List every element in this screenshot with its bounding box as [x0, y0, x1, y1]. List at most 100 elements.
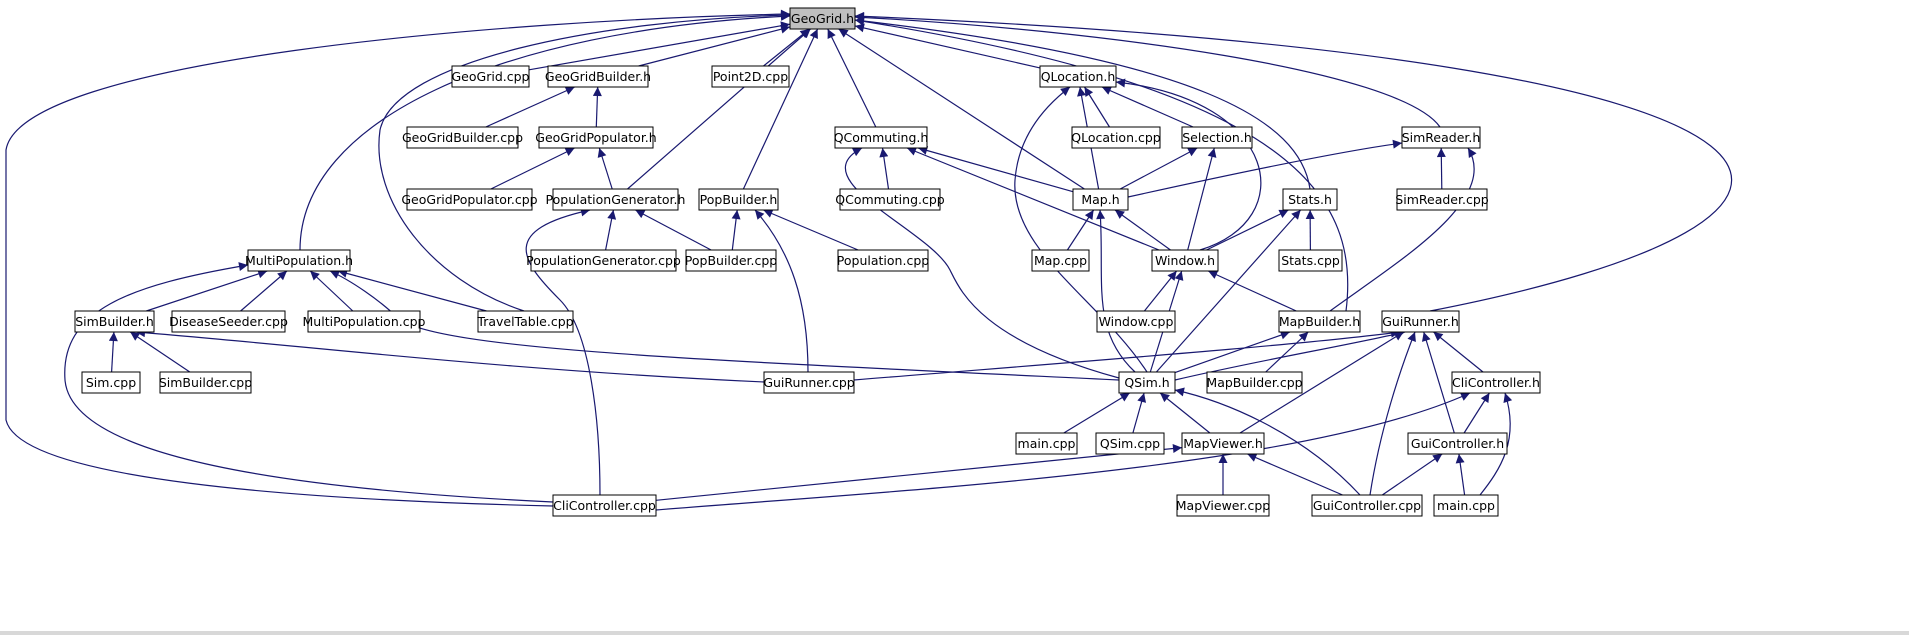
- node-stats-cpp[interactable]: Stats.cpp: [1278, 249, 1343, 272]
- node-sim-cpp[interactable]: Sim.cpp: [81, 371, 141, 394]
- node-window-cpp[interactable]: Window.cpp: [1096, 310, 1176, 333]
- node-geogridbuilder-h[interactable]: GeoGridBuilder.h: [545, 65, 651, 88]
- edge-simreader-h-to-geogrid-h: [854, 12, 1441, 128]
- node-main-cpp-2[interactable]: main.cpp: [1433, 494, 1499, 517]
- node-geogridpopulator-cpp[interactable]: GeoGridPopulator.cpp: [401, 188, 538, 211]
- node-simbuilder-cpp[interactable]: SimBuilder.cpp: [159, 371, 252, 394]
- node-box: [685, 249, 777, 272]
- edge-traveltable-cpp-to-geogrid-h: [378, 10, 791, 312]
- node-stats-h[interactable]: Stats.h: [1282, 188, 1338, 211]
- node-box: [1072, 188, 1129, 211]
- node-geogridbuilder-cpp[interactable]: GeoGridBuilder.cpp: [402, 126, 523, 149]
- node-label: GeoGridPopulator.cpp: [401, 192, 537, 207]
- edge-clicontroller-cpp-to-geogrid-h: [5, 9, 791, 507]
- node-populationgenerator-h[interactable]: PopulationGenerator.h: [546, 188, 686, 211]
- node-mapbuilder-cpp[interactable]: MapBuilder.cpp: [1206, 371, 1303, 394]
- node-mapviewer-cpp[interactable]: MapViewer.cpp: [1176, 494, 1271, 517]
- node-qcommuting-cpp[interactable]: QCommuting.cpp: [835, 188, 945, 211]
- edge-qsim-h-to-map-h: [1096, 209, 1136, 373]
- node-simbuilder-h[interactable]: SimBuilder.h: [74, 310, 155, 333]
- node-guicontroller-cpp[interactable]: GuiController.cpp: [1311, 494, 1423, 517]
- node-label: GeoGridBuilder.cpp: [402, 130, 523, 145]
- edge-qsim-h-to-stats-h: [1155, 209, 1302, 373]
- node-box: [1451, 371, 1541, 394]
- edge-multipopulation-h-to-geogrid-h: [299, 11, 791, 251]
- node-label: GeoGrid.cpp: [452, 69, 530, 84]
- node-window-h[interactable]: Window.h: [1151, 249, 1219, 272]
- node-multipopulation-h[interactable]: MultiPopulation.h: [245, 249, 353, 272]
- node-label: main.cpp: [1437, 498, 1495, 513]
- node-label: GeoGridBuilder.h: [545, 69, 651, 84]
- node-population-cpp[interactable]: Population.cpp: [837, 249, 929, 272]
- edge-window-h-to-qlocation-h: [1115, 78, 1262, 251]
- node-label: GuiRunner.h: [1382, 314, 1459, 329]
- node-main-cpp-1[interactable]: main.cpp: [1015, 432, 1078, 455]
- node-label: Sim.cpp: [86, 375, 136, 390]
- node-geogrid-h[interactable]: GeoGrid.h: [789, 7, 856, 30]
- node-box: [1433, 494, 1499, 517]
- edge-geogridbuilder-h-to-geogrid-h: [638, 24, 791, 67]
- node-guicontroller-h[interactable]: GuiController.h: [1407, 432, 1508, 455]
- node-label: main.cpp: [1018, 436, 1076, 451]
- node-guirunner-cpp[interactable]: GuiRunner.cpp: [763, 371, 855, 394]
- node-traveltable-cpp[interactable]: TravelTable.cpp: [476, 310, 574, 333]
- node-box: [1031, 249, 1090, 272]
- node-box: [1118, 371, 1176, 394]
- edge-mapbuilder-h-to-simreader-h: [1329, 147, 1477, 312]
- node-map-h[interactable]: Map.h: [1072, 188, 1129, 211]
- node-box: [547, 65, 649, 88]
- node-simreader-cpp[interactable]: SimReader.cpp: [1395, 188, 1489, 211]
- node-label: Selection.h: [1182, 130, 1252, 145]
- edge-guirunner-h-to-geogrid-h: [854, 11, 1733, 312]
- edge-window-h-to-map-h: [1114, 209, 1171, 251]
- node-box: [1071, 126, 1161, 149]
- node-point2d-cpp[interactable]: Point2D.cpp: [711, 65, 790, 88]
- node-qlocation-cpp[interactable]: QLocation.cpp: [1071, 126, 1161, 149]
- node-label: PopBuilder.h: [700, 192, 778, 207]
- node-guirunner-h[interactable]: GuiRunner.h: [1381, 310, 1460, 333]
- edge-clicontroller-cpp-to-clicontroller-h: [655, 392, 1471, 511]
- node-mapbuilder-h[interactable]: MapBuilder.h: [1278, 310, 1361, 333]
- node-box: [552, 494, 657, 517]
- node-label: QLocation.h: [1041, 69, 1116, 84]
- node-qsim-cpp[interactable]: QSim.cpp: [1095, 432, 1165, 455]
- edge-clicontroller-cpp-to-multipopulation-h: [64, 262, 554, 503]
- node-popbuilder-cpp[interactable]: PopBuilder.cpp: [685, 249, 778, 272]
- node-box: [1278, 249, 1343, 272]
- node-popbuilder-h[interactable]: PopBuilder.h: [698, 188, 779, 211]
- node-label: MapBuilder.cpp: [1206, 375, 1302, 390]
- edge-mapbuilder-h-to-geogrid-h: [854, 16, 1349, 312]
- node-box: [159, 371, 252, 394]
- node-label: TravelTable.cpp: [476, 314, 573, 329]
- edge-traveltable-cpp-to-multipopulation-h: [337, 268, 487, 312]
- node-qlocation-h[interactable]: QLocation.h: [1039, 65, 1117, 88]
- edge-simbuilder-h-to-multipopulation-h: [146, 269, 268, 312]
- node-box: [1206, 371, 1303, 394]
- node-label: Window.cpp: [1099, 314, 1174, 329]
- node-geogridpopulator-h[interactable]: GeoGridPopulator.h: [535, 126, 657, 149]
- edge-qsim-h-to-qcommuting-h: [844, 147, 1120, 379]
- edge-guicontroller-cpp-to-guicontroller-h: [1381, 453, 1443, 496]
- node-label: MultiPopulation.h: [245, 253, 353, 268]
- node-label: MapBuilder.h: [1279, 314, 1360, 329]
- node-map-cpp[interactable]: Map.cpp: [1031, 249, 1090, 272]
- edge-clicontroller-cpp-to-populationgenerator-h: [525, 207, 601, 496]
- node-selection-h[interactable]: Selection.h: [1181, 126, 1253, 149]
- node-clicontroller-h[interactable]: CliController.h: [1451, 371, 1541, 394]
- node-populationgenerator-cpp[interactable]: PopulationGenerator.cpp: [526, 249, 681, 272]
- node-simreader-h[interactable]: SimReader.h: [1401, 126, 1481, 149]
- node-label: PopulationGenerator.cpp: [526, 253, 681, 268]
- node-box: [1381, 310, 1460, 333]
- node-qsim-h[interactable]: QSim.h: [1118, 371, 1176, 394]
- node-mapviewer-h[interactable]: MapViewer.h: [1181, 432, 1265, 455]
- node-multipopulation-cpp[interactable]: MultiPopulation.cpp: [303, 310, 426, 333]
- edge-window-cpp-to-window-h: [1143, 270, 1178, 312]
- node-geogrid-cpp[interactable]: GeoGrid.cpp: [451, 65, 530, 88]
- edge-main-cpp-1-to-qsim-h: [1063, 392, 1131, 434]
- node-diseaseseeder-cpp[interactable]: DiseaseSeeder.cpp: [169, 310, 288, 333]
- node-qcommuting-h[interactable]: QCommuting.h: [834, 126, 929, 149]
- node-box: [763, 371, 855, 394]
- node-clicontroller-cpp[interactable]: CliController.cpp: [552, 494, 657, 517]
- edge-sim-cpp-to-simbuilder-h: [108, 331, 118, 373]
- node-label: PopulationGenerator.h: [546, 192, 686, 207]
